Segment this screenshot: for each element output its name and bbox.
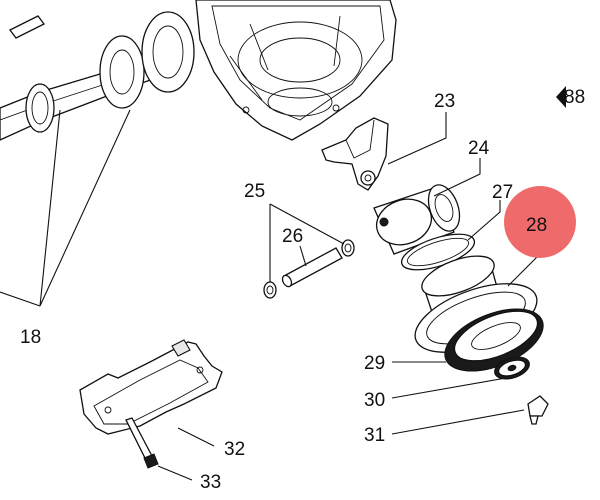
- part-24-sleeve: [373, 158, 481, 255]
- highlight-circle: [504, 186, 576, 258]
- label-26: 26: [282, 226, 303, 247]
- part-23-bracket: [321, 112, 447, 191]
- gearbox-housing-assembly: [0, 0, 397, 141]
- part-30-washer: [391, 356, 530, 399]
- label-33: 33: [200, 472, 221, 493]
- label-88: 88: [564, 87, 585, 108]
- label-32: 32: [224, 439, 245, 460]
- label-23: 23: [434, 91, 455, 112]
- arrow-left-icon: [556, 86, 566, 108]
- leader-18: [0, 109, 131, 307]
- part-29-plate: [392, 308, 544, 372]
- label-30: 30: [364, 390, 385, 411]
- label-24: 24: [468, 138, 490, 159]
- label-25: 25: [244, 181, 265, 202]
- label-29: 29: [364, 353, 385, 374]
- label-28: 28: [526, 215, 547, 236]
- label-18: 18: [20, 327, 41, 348]
- part-27-ring: [400, 200, 501, 271]
- part-31-bolt: [391, 395, 549, 435]
- part-32-bracket: [79, 339, 223, 447]
- label-27: 27: [492, 182, 513, 203]
- part-25-clips: [263, 203, 355, 299]
- part-26-pin: [281, 245, 343, 288]
- part-33-bolt: [125, 417, 193, 481]
- label-31: 31: [364, 425, 385, 446]
